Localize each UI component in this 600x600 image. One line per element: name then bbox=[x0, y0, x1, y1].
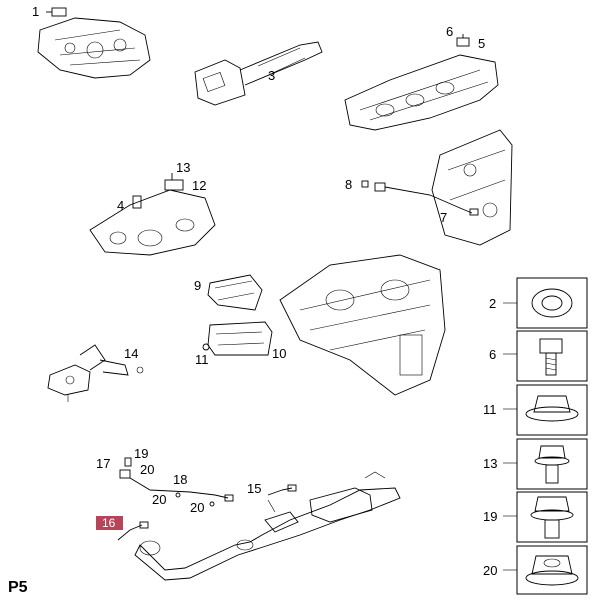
ecu-bracket-10-drawing bbox=[207, 321, 273, 356]
o2-sensor-15-drawing bbox=[267, 484, 297, 513]
sensor-5-drawing bbox=[456, 34, 470, 47]
callout-18: 18 bbox=[173, 472, 187, 487]
callout-10: 10 bbox=[272, 346, 286, 361]
legend-item-19: 19 bbox=[483, 491, 588, 543]
ignition-coil-drawing bbox=[194, 41, 323, 106]
legend-item-11: 11 bbox=[483, 384, 588, 436]
callout-6: 6 bbox=[446, 24, 453, 39]
o2-sensor-18-harness-drawing bbox=[119, 469, 234, 502]
sensor-12-drawing bbox=[164, 173, 184, 191]
cylinder-head-cover-drawing bbox=[37, 17, 151, 79]
bolt-8-drawing bbox=[361, 180, 369, 188]
legend-label-13: 13 bbox=[483, 456, 497, 471]
legend-label-19: 19 bbox=[483, 509, 497, 524]
engine-block-center-drawing bbox=[279, 254, 446, 396]
sensor-4-drawing bbox=[132, 195, 142, 209]
callout-19: 19 bbox=[134, 446, 148, 461]
legend-item-2: 2 bbox=[489, 277, 588, 329]
callout-5: 5 bbox=[478, 36, 485, 51]
callout-11: 11 bbox=[195, 352, 209, 367]
callout-17: 17 bbox=[96, 456, 110, 471]
o2-sensor-16-drawing bbox=[117, 521, 149, 541]
callout-20-upper: 20 bbox=[140, 462, 154, 477]
legend-item-20: 20 bbox=[483, 545, 588, 595]
callout-4: 4 bbox=[117, 198, 124, 213]
callout-1: 1 bbox=[32, 4, 39, 19]
bolt-19-drawing bbox=[124, 457, 132, 467]
legend-label-11: 11 bbox=[483, 402, 497, 417]
sensor-harness-7-drawing bbox=[374, 182, 479, 216]
nut-11-drawing bbox=[202, 343, 210, 351]
callout-9: 9 bbox=[194, 278, 201, 293]
socket-bolt-icon bbox=[539, 338, 563, 376]
legend-label-2: 2 bbox=[489, 296, 496, 311]
hex-flange-nut-icon bbox=[525, 555, 579, 586]
legend-item-13: 13 bbox=[483, 438, 588, 490]
callout-14: 14 bbox=[124, 346, 138, 361]
engine-block-right-drawing bbox=[431, 129, 513, 246]
callout-20-middle: 20 bbox=[152, 492, 166, 507]
legend-item-6: 6 bbox=[489, 330, 588, 382]
sensor-1-drawing bbox=[46, 7, 67, 17]
hex-flange-bolt-icon bbox=[530, 496, 574, 539]
nut-20-drawing bbox=[175, 492, 215, 507]
exhaust-system-drawing bbox=[134, 471, 401, 581]
callout-3: 3 bbox=[268, 68, 275, 83]
page-code: P5 bbox=[8, 579, 28, 596]
flange-bolt-icon bbox=[534, 445, 570, 484]
legend-label-20: 20 bbox=[483, 563, 497, 578]
exhaust-manifold-drawing bbox=[89, 189, 216, 256]
callout-16: 16 bbox=[102, 516, 116, 530]
callout-7: 7 bbox=[440, 210, 447, 225]
callout-8: 8 bbox=[345, 177, 352, 192]
flange-nut-icon bbox=[525, 395, 579, 422]
egr-assembly-14-drawing bbox=[47, 344, 144, 402]
washer-icon bbox=[531, 288, 573, 318]
legend-label-6: 6 bbox=[489, 347, 496, 362]
callout-13: 13 bbox=[176, 160, 190, 175]
callout-15: 15 bbox=[247, 481, 261, 496]
ecu-9-drawing bbox=[207, 274, 263, 311]
intake-manifold-drawing bbox=[344, 54, 499, 131]
highlight-16-box bbox=[96, 516, 123, 530]
callout-20-lower: 20 bbox=[190, 500, 204, 515]
callout-12: 12 bbox=[192, 178, 206, 193]
